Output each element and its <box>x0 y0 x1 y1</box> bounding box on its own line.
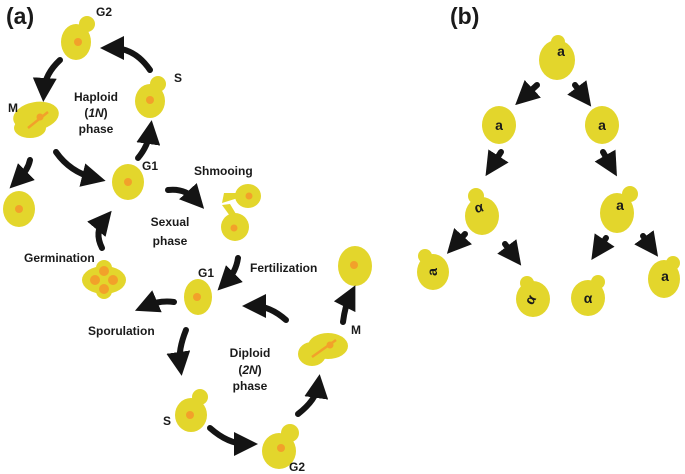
arrow-sporulation <box>134 290 177 313</box>
cell-b-leaf-3: α <box>571 275 605 316</box>
label-b-right: a <box>598 117 606 133</box>
arrow-b-leaf-4 <box>634 230 659 257</box>
arrow-b-right-down <box>594 149 617 177</box>
cell-b-leaf-2: α <box>516 276 550 317</box>
cell-b-leaf-1: a <box>417 249 449 290</box>
label-sporulation: Sporulation <box>88 324 155 338</box>
arrow-g1-to-shmooing <box>165 183 205 209</box>
label-b-leaf-1: a <box>424 268 440 276</box>
cell-haploid-g2 <box>61 16 95 60</box>
panel-a-label: (a) <box>6 3 34 29</box>
label-b-leaf-3: α <box>584 290 593 306</box>
panel-b: (b) a a a α a a <box>417 3 680 317</box>
cell-haploid-m <box>13 101 59 138</box>
panel-b-label: (b) <box>450 3 479 29</box>
cell-spore-tetrad <box>82 260 126 299</box>
diploid-ploidy: 2N <box>241 363 258 377</box>
sexual-phase-line1: Sexual <box>151 215 190 229</box>
label-b-root: a <box>557 43 565 59</box>
sexual-phase-line2: phase <box>153 234 188 248</box>
label-germination: Germination <box>24 251 95 265</box>
label-b-left: a <box>495 117 503 133</box>
label-haploid-m: M <box>8 101 18 115</box>
label-haploid-s: S <box>174 71 182 85</box>
cycle-arrows <box>9 36 356 456</box>
cell-diploid-m <box>298 333 348 366</box>
arrow-s-to-g2 <box>100 36 153 73</box>
label-shmooing: Shmooing <box>194 164 253 178</box>
lineage-arrows <box>446 80 659 266</box>
cell-diploid-g1 <box>184 279 212 315</box>
diploid-phase-line1: Diploid <box>230 346 271 360</box>
cell-shmooing-bottom <box>221 204 249 241</box>
arrow-g2-to-m-diploid <box>295 374 329 417</box>
cell-daughter-left <box>3 191 35 227</box>
arrow-g2-to-m <box>32 57 63 102</box>
haploid-phase-line1: Haploid <box>74 90 118 104</box>
label-b-right-child: a <box>616 197 624 213</box>
arrow-b-root-right <box>567 80 592 107</box>
haploid-phase-line3: phase <box>79 122 114 136</box>
cell-diploid-g2 <box>262 424 299 469</box>
arrow-b-leaf-1 <box>446 228 472 254</box>
arrow-m-to-cell-diploid <box>333 285 356 325</box>
label-diploid-g2: G2 <box>289 460 305 474</box>
label-b-leaf-4: a <box>661 268 669 284</box>
arrow-b-leaf-2 <box>497 239 522 266</box>
cell-b-left: a <box>482 106 516 144</box>
cell-b-right-child: a <box>600 186 638 233</box>
cell-diploid-s <box>175 389 208 432</box>
cell-haploid-s <box>135 76 166 118</box>
arrow-m-to-g1-diploid <box>242 294 289 323</box>
haploid-ploidy: 1N <box>88 106 104 120</box>
cell-b-right: a <box>585 106 619 144</box>
label-diploid-g1: G1 <box>198 266 214 280</box>
arrow-m-to-daughter <box>9 157 35 189</box>
label-diploid-m: M <box>351 323 361 337</box>
label-haploid-g1: G1 <box>142 159 158 173</box>
arrow-m-to-g1 <box>53 149 106 187</box>
cell-b-leaf-4: a <box>648 256 680 298</box>
panel-a: (a) G2 S M G1 <box>3 3 372 474</box>
arrow-b-left-down <box>485 149 509 177</box>
cell-b-left-child: α <box>465 188 499 235</box>
label-diploid-s: S <box>163 414 171 428</box>
arrow-g1-to-s <box>135 120 161 161</box>
label-fertilization: Fertilization <box>250 261 317 275</box>
arrow-s-to-g2-diploid <box>207 425 258 456</box>
cell-haploid-g1 <box>112 164 144 200</box>
arrow-fertilization <box>217 255 243 291</box>
arrow-germination <box>87 210 112 251</box>
cell-b-root: a <box>539 35 575 80</box>
diploid-phase-line3: phase <box>233 379 268 393</box>
diploid-phase-line2: (2N) <box>238 363 261 377</box>
label-haploid-g2: G2 <box>96 5 112 19</box>
haploid-phase-line2: (1N) <box>84 106 107 120</box>
arrow-b-root-left <box>515 80 541 106</box>
cell-diploid-top-right <box>338 246 372 286</box>
arrow-g1-to-s-diploid <box>166 327 191 376</box>
arrow-b-leaf-3 <box>591 233 615 260</box>
cell-shmooing-top <box>222 184 261 208</box>
